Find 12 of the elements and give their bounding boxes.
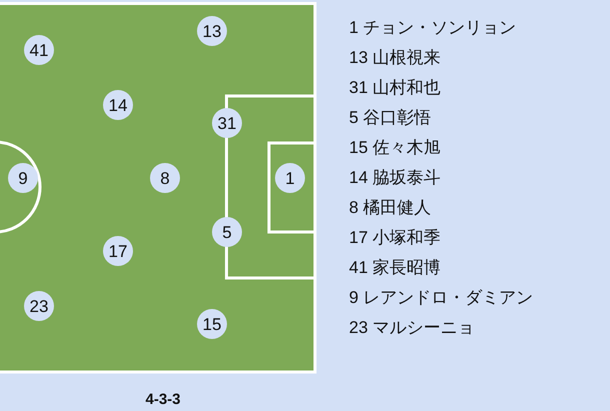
roster-entry: 17 小塚和季 — [349, 227, 441, 249]
roster-entry: 8 橘田健人 — [349, 197, 432, 219]
roster-entry: 13 山根視来 — [349, 47, 441, 69]
roster-entry: 41 家長昭博 — [349, 257, 441, 279]
roster-entry: 1 チョン・ソンリョン — [349, 17, 516, 39]
roster-entry: 31 山村和也 — [349, 77, 441, 99]
roster-entry: 23 マルシーニョ — [349, 317, 475, 339]
formation-caption: 4-3-3 — [145, 390, 181, 410]
roster-entry: 5 谷口彰悟 — [349, 107, 432, 129]
roster-entry: 14 脇坂泰斗 — [349, 167, 441, 189]
roster-entry: 15 佐々木旭 — [349, 137, 441, 159]
roster-entry: 9 レアンドロ・ダミアン — [349, 287, 534, 309]
